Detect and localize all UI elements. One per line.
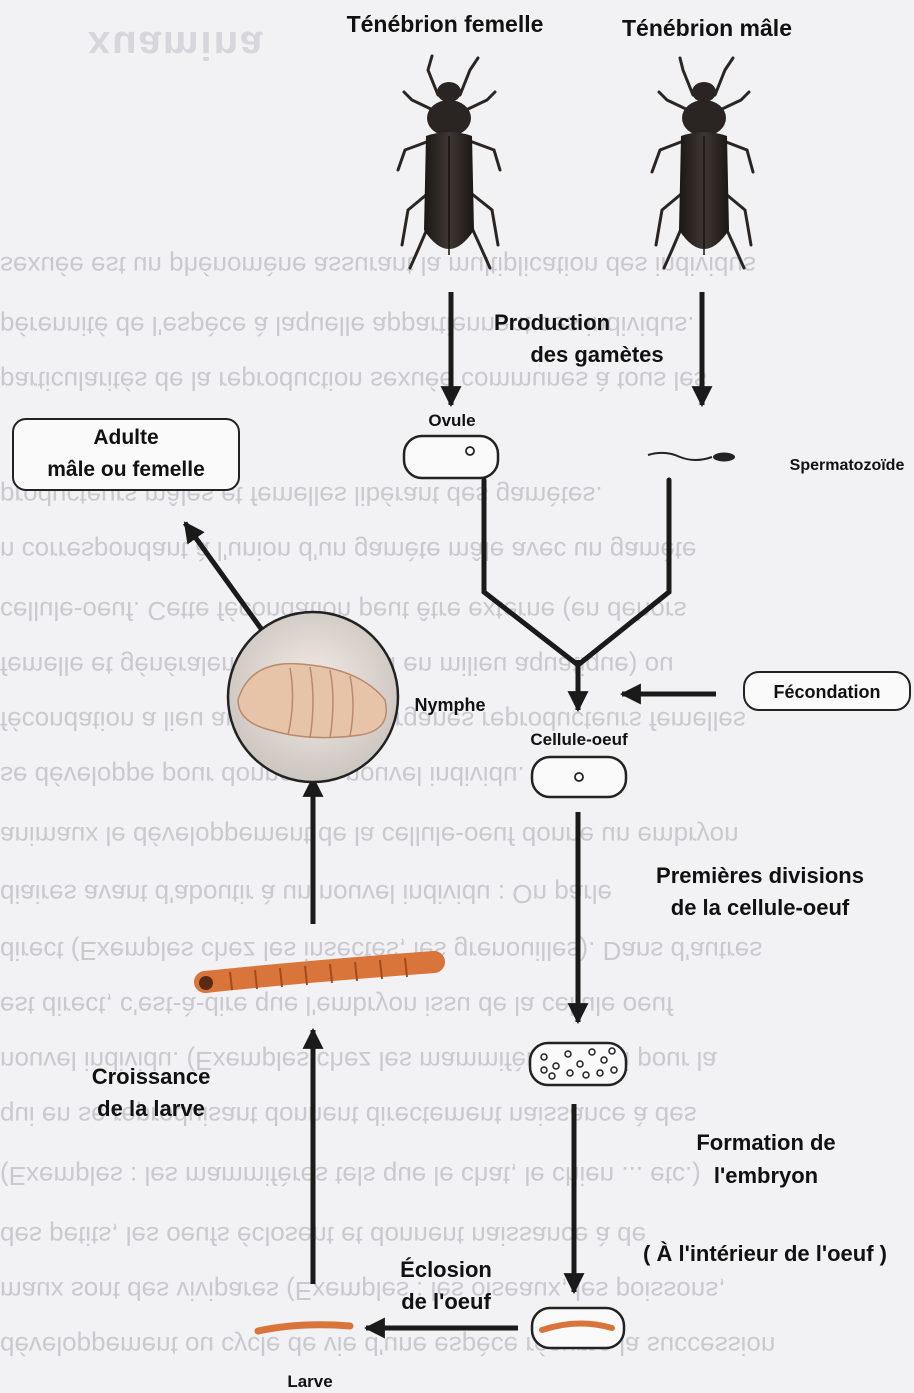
eclosion-label-line2: de l'oeuf bbox=[384, 1288, 508, 1317]
divisions-label-line1: Premières divisions bbox=[630, 862, 890, 891]
formation-label-line1: Formation de bbox=[676, 1129, 856, 1158]
interieur-label: ( À l'intérieur de l'oeuf ) bbox=[622, 1240, 908, 1269]
spermatozoid-shape bbox=[648, 453, 735, 462]
female-beetle-title: Ténébrion femelle bbox=[330, 10, 560, 40]
formation-label-line2: l'embryon bbox=[676, 1162, 856, 1191]
egg-with-embryo-shape bbox=[532, 1308, 624, 1348]
eclosion-label-line1: Éclosion bbox=[384, 1256, 508, 1285]
ovule-label: Ovule bbox=[416, 410, 488, 432]
larve-label: Larve bbox=[270, 1371, 350, 1393]
ovule-cell bbox=[404, 436, 498, 478]
cellule-oeuf-shape bbox=[532, 757, 626, 797]
adult-label-line2: mâle ou femelle bbox=[14, 456, 238, 483]
croissance-label-line1: Croissance bbox=[84, 1063, 218, 1092]
croissance-label-line2: de la larve bbox=[84, 1095, 218, 1124]
production-label-line2: des gamètes bbox=[514, 341, 680, 370]
pupa-image bbox=[228, 612, 398, 782]
arrow-pupa-to-adult bbox=[185, 523, 262, 630]
small-larva-image bbox=[258, 1325, 350, 1331]
divided-cell-shape bbox=[530, 1043, 626, 1085]
adult-label-line1: Adulte bbox=[14, 424, 238, 451]
fertilization-convergence-lines bbox=[484, 480, 669, 665]
male-beetle-title: Ténébrion mâle bbox=[612, 14, 802, 44]
female-beetle-image bbox=[398, 56, 500, 268]
production-label: Production bbox=[470, 309, 634, 338]
cellule-oeuf-label: Cellule-oeuf bbox=[520, 729, 638, 751]
adult-box: Adulte mâle ou femelle bbox=[12, 418, 240, 491]
fecondation-label: Fécondation bbox=[745, 681, 909, 704]
large-larva-image bbox=[199, 958, 434, 990]
male-beetle-image bbox=[652, 58, 753, 268]
nymphe-label: Nymphe bbox=[408, 694, 492, 717]
fecondation-box: Fécondation bbox=[743, 671, 911, 711]
divisions-label-line2: de la cellule-oeuf bbox=[630, 894, 890, 923]
spermatozoide-label: Spermatozoïde bbox=[780, 456, 914, 477]
